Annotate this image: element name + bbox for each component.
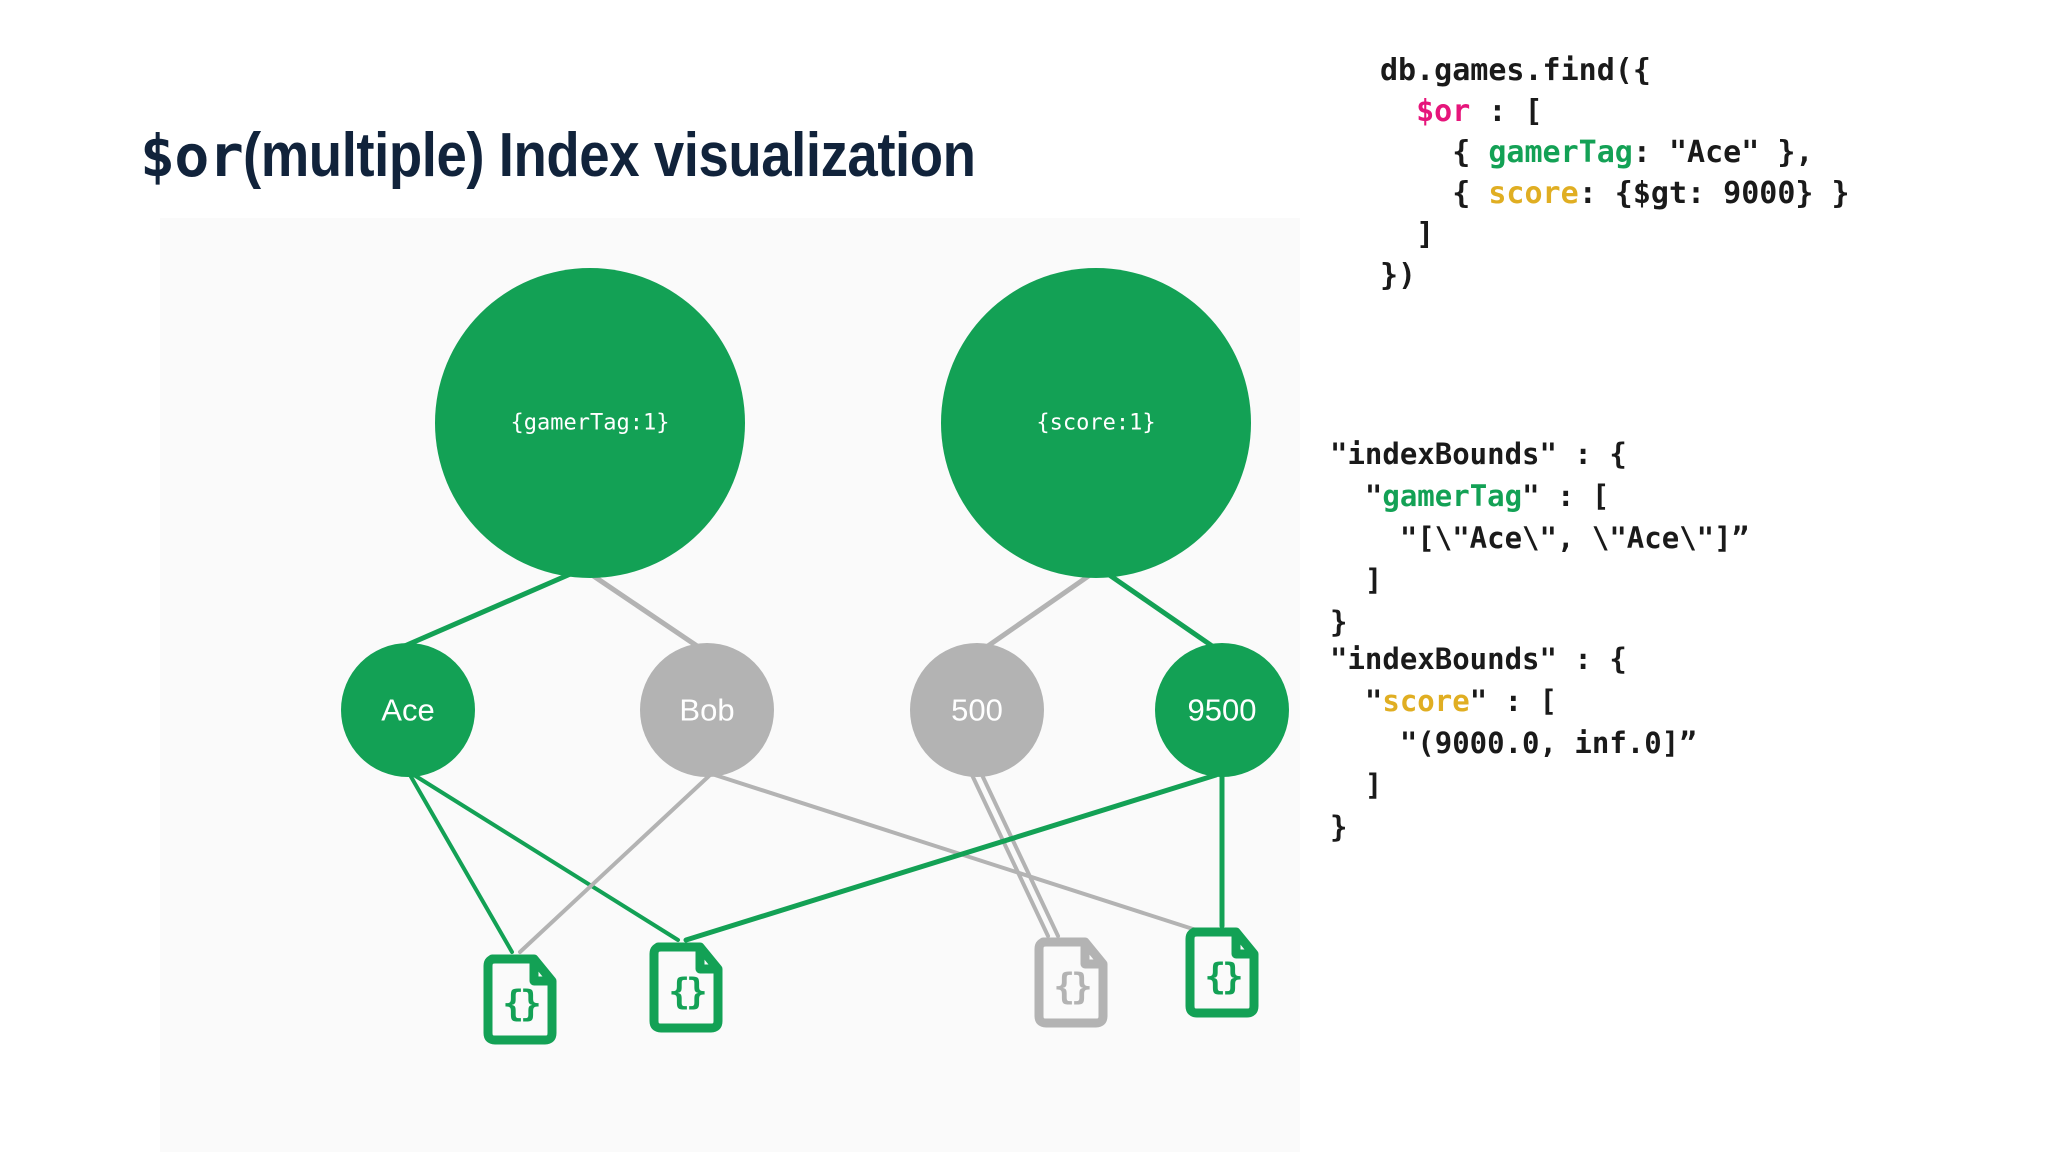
- index-bounds-1-token: "indexBounds" : {: [1330, 437, 1627, 471]
- document-braces-icon: {}: [1204, 957, 1241, 998]
- query-code-token: $or: [1416, 94, 1471, 129]
- document-outline: [649, 942, 723, 1033]
- query-code-token: }): [1380, 258, 1417, 293]
- document-braces-icon: {}: [502, 984, 539, 1025]
- node-label: 500: [951, 693, 1003, 728]
- query-code-token: gamerTag: [1488, 135, 1633, 170]
- title-mono-token: $or: [140, 122, 244, 190]
- index-bounds-1-token: "[\"Ace\", \"Ace\"]”: [1330, 521, 1750, 555]
- key-node-key-500[interactable]: 500: [910, 643, 1044, 777]
- graph-edge: [683, 772, 1219, 943]
- document-braces-icon: {}: [668, 972, 705, 1013]
- document-outline: [1034, 937, 1108, 1028]
- key-node-key-ace[interactable]: Ace: [341, 643, 475, 777]
- key-node-key-9500[interactable]: 9500: [1155, 643, 1289, 777]
- graph-edge: [1102, 569, 1218, 651]
- document-braces-icon: {}: [1053, 967, 1090, 1008]
- index-bounds-2-token: ": [1330, 684, 1383, 718]
- graph-edge: [713, 773, 1198, 932]
- index-bounds-1-token: gamerTag: [1382, 479, 1523, 513]
- query-code-token: [1380, 94, 1416, 129]
- document-corner-fold: [695, 949, 716, 974]
- index-node-idx-gamertag[interactable]: {gamerTag:1}: [435, 268, 745, 578]
- query-code-block: db.games.find({ $or : [ { gamerTag: "Ace…: [1380, 50, 1850, 296]
- index-bounds-1-token: }: [1330, 605, 1348, 639]
- query-code-token: ]: [1380, 217, 1435, 252]
- query-code-token: : "Ace" },: [1632, 135, 1814, 170]
- query-code-token: score: [1488, 176, 1579, 211]
- key-node-key-bob[interactable]: Bob: [640, 643, 774, 777]
- index-bounds-1-line: }: [1330, 601, 1749, 643]
- document-corner-fold: [1231, 934, 1252, 959]
- graph-edge: [980, 773, 1060, 938]
- index-bounds-2-token: }: [1330, 810, 1348, 844]
- index-bounds-1-line: "gamerTag" : [: [1330, 475, 1749, 517]
- index-bounds-2-token: "(9000.0, inf.0]”: [1330, 726, 1697, 760]
- node-circle: [640, 643, 774, 777]
- graph-edge: [397, 569, 578, 651]
- node-circle: [435, 268, 745, 578]
- graph-edge: [518, 773, 712, 954]
- document-corner-fold: [1080, 944, 1101, 969]
- document-icon[interactable]: {}: [1034, 937, 1108, 1028]
- index-bounds-1-token: ": [1330, 479, 1383, 513]
- index-bounds-2-token: "indexBounds" : {: [1330, 642, 1627, 676]
- index-bounds-1-line: ]: [1330, 559, 1749, 601]
- query-code-token: {: [1380, 135, 1489, 170]
- document-corner-fold: [529, 961, 550, 986]
- node-circle: [341, 643, 475, 777]
- query-code-line: { score: {$gt: 9000} }: [1380, 173, 1850, 214]
- index-bounds-1-line: "indexBounds" : {: [1330, 433, 1749, 475]
- node-label: 9500: [1188, 693, 1257, 728]
- graph-edge: [970, 773, 1050, 938]
- index-node-idx-score[interactable]: {score:1}: [941, 268, 1251, 578]
- index-bounds-2-token: score: [1382, 684, 1470, 718]
- node-circle: [941, 268, 1251, 578]
- index-bounds-code-block-score: "indexBounds" : { "score" : [ "(9000.0, …: [1330, 638, 1697, 848]
- index-bounds-2-line: "(9000.0, inf.0]”: [1330, 722, 1697, 764]
- index-bounds-2-line: "score" : [: [1330, 680, 1697, 722]
- node-circle: [910, 643, 1044, 777]
- title-text-part: (multiple) Index visualization: [243, 121, 976, 190]
- document-icon[interactable]: {}: [649, 942, 723, 1033]
- query-code-token: : [: [1470, 94, 1543, 129]
- query-code-line: $or : [: [1380, 91, 1850, 132]
- query-code-token: {: [1380, 176, 1489, 211]
- index-bounds-2-line: "indexBounds" : {: [1330, 638, 1697, 680]
- document-outline: [483, 954, 557, 1045]
- graph-edges: [397, 569, 1225, 954]
- query-code-line: db.games.find({: [1380, 50, 1850, 91]
- index-bounds-code-block-gamertag: "indexBounds" : { "gamerTag" : [ "[\"Ace…: [1330, 433, 1749, 643]
- index-bounds-1-token: " : [: [1522, 479, 1610, 513]
- query-code-token: db.games.find({: [1380, 53, 1651, 88]
- graph-nodes: {gamerTag:1} {score:1} Ace Bob 500 9500 {} {} {}…: [341, 268, 1289, 1045]
- node-label: Bob: [679, 693, 734, 728]
- query-code-line: { gamerTag: "Ace" },: [1380, 132, 1850, 173]
- node-label: {score:1}: [1036, 411, 1155, 436]
- index-bounds-2-line: }: [1330, 806, 1697, 848]
- query-code-token: : {$gt: 9000} }: [1578, 176, 1850, 211]
- graph-edge: [589, 572, 703, 651]
- node-label: Ace: [381, 693, 434, 728]
- node-circle: [1155, 643, 1289, 777]
- index-bounds-2-token: ]: [1330, 768, 1383, 802]
- graph-edge: [412, 773, 680, 942]
- document-icon[interactable]: {}: [483, 954, 557, 1045]
- graph-edge: [982, 572, 1093, 651]
- index-bounds-1-line: "[\"Ace\", \"Ace\"]”: [1330, 517, 1749, 559]
- graph-edge: [408, 773, 514, 954]
- page-title: $or (multiple) Index visualization: [140, 121, 1076, 190]
- query-code-line: }): [1380, 255, 1850, 296]
- node-label: {gamerTag:1}: [511, 411, 670, 436]
- document-outline: [1185, 927, 1259, 1018]
- index-bounds-2-token: " : [: [1469, 684, 1558, 718]
- index-bounds-2-line: ]: [1330, 764, 1697, 806]
- query-code-line: ]: [1380, 214, 1850, 255]
- document-icon[interactable]: {}: [1185, 927, 1259, 1018]
- index-bounds-1-token: ]: [1330, 563, 1383, 597]
